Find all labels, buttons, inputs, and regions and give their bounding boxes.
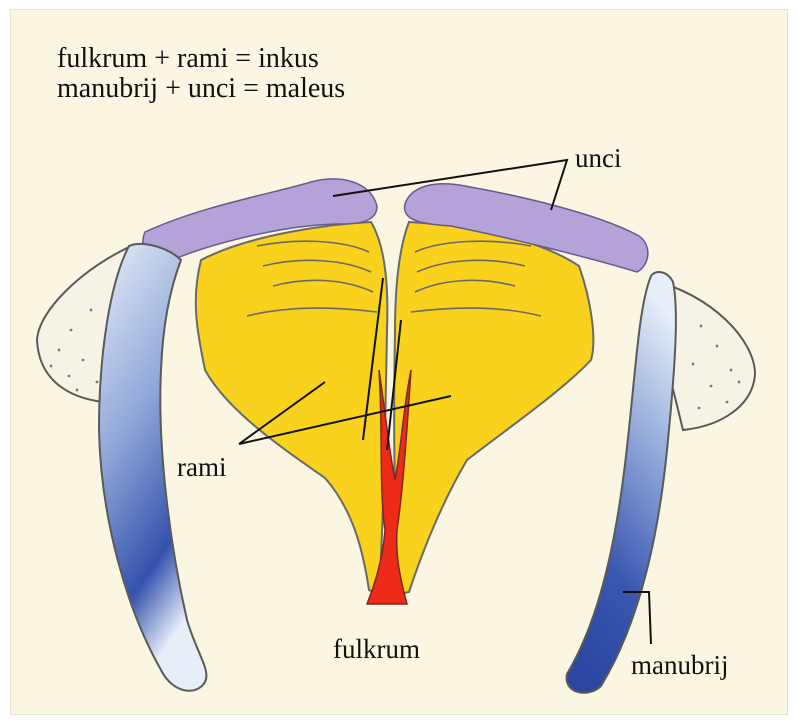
trophi-illustration xyxy=(11,10,787,714)
label-rami: rami xyxy=(177,452,226,483)
label-fulkrum: fulkrum xyxy=(333,634,420,665)
diagram-frame: fulkrum + rami = inkus manubrij + unci =… xyxy=(10,9,788,715)
formula-inkus: fulkrum + rami = inkus xyxy=(57,44,319,74)
rami-right xyxy=(394,222,593,594)
rami-left xyxy=(196,222,388,594)
label-manubrij: manubrij xyxy=(631,650,728,681)
label-unci: unci xyxy=(575,143,622,174)
formula-maleus: manubrij + unci = maleus xyxy=(57,74,345,104)
